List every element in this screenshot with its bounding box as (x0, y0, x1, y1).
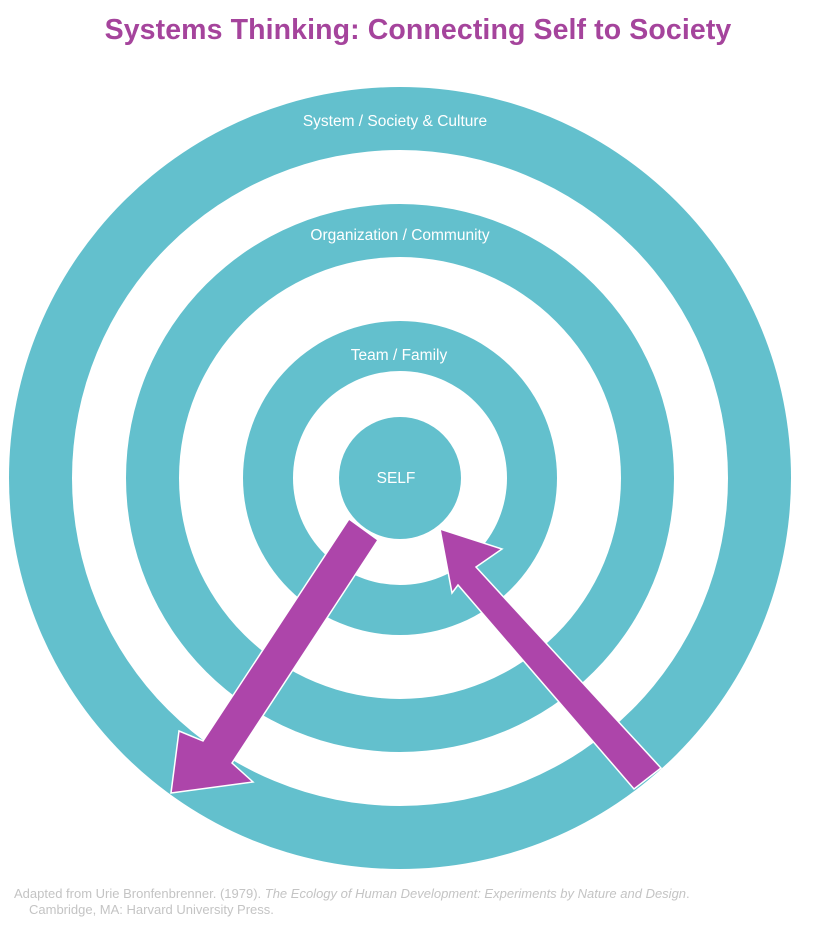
ring-label-system-society: System / Society & Culture (303, 113, 487, 130)
inward-arrow (439, 527, 663, 791)
citation-book-title: The Ecology of Human Development: Experi… (264, 886, 687, 901)
ring-label-organization-community: Organization / Community (310, 227, 489, 244)
source-citation: Adapted from Urie Bronfenbrenner. (1979)… (14, 886, 804, 918)
citation-prefix: Adapted from Urie Bronfenbrenner. (1979)… (14, 886, 265, 901)
citation-publisher: Cambridge, MA: Harvard University Press. (29, 902, 274, 917)
outward-arrow (170, 517, 380, 794)
page-title: Systems Thinking: Connecting Self to Soc… (104, 14, 732, 46)
core-self (339, 417, 461, 539)
ring-label-team-family: Team / Family (351, 347, 448, 364)
ring-label-self: SELF (377, 470, 416, 487)
citation-suffix: . (686, 886, 690, 901)
